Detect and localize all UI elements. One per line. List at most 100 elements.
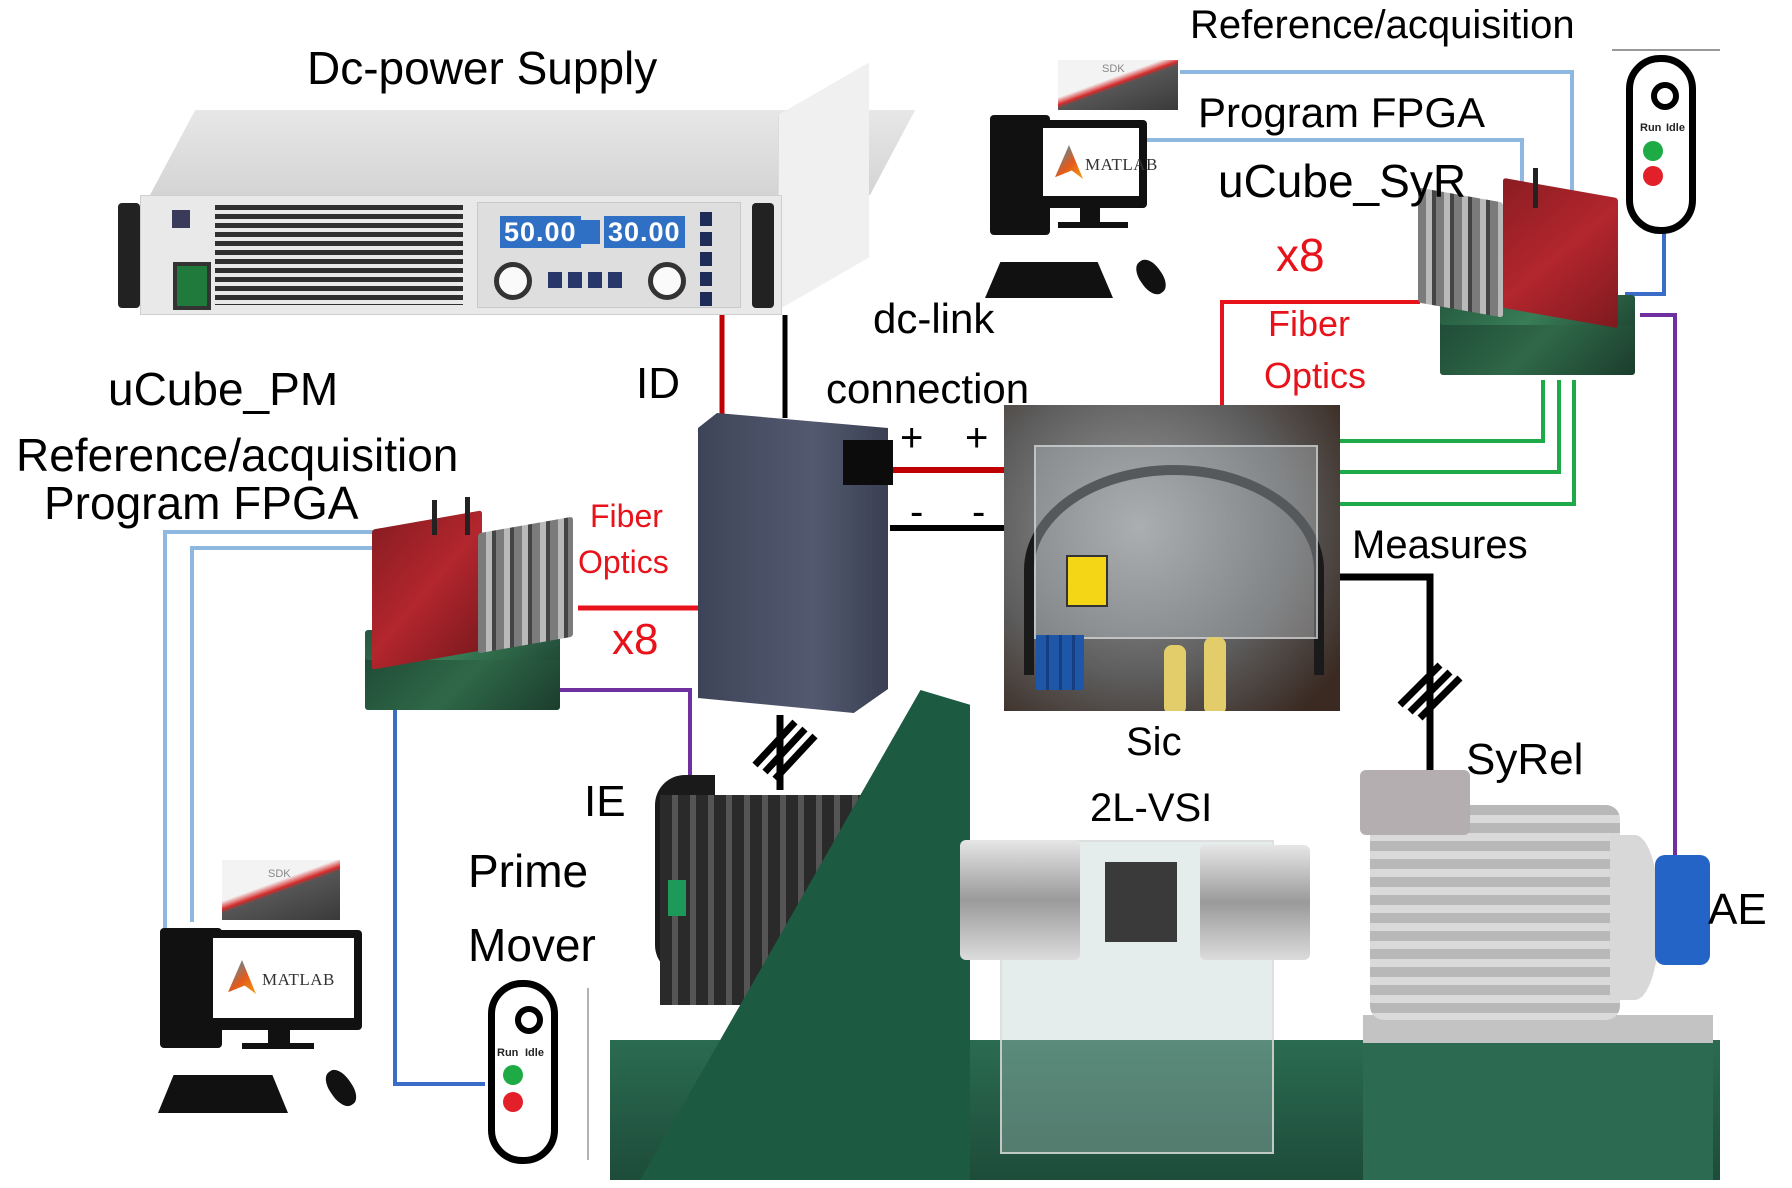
label-mover: Mover [468, 919, 596, 971]
power-supply-logo [172, 210, 190, 228]
reference-acquisition-left-wire [163, 530, 380, 928]
label-connection: connection [826, 365, 1030, 412]
inverter-cable-loop [1024, 465, 1324, 675]
encoder-ae-wire [1640, 313, 1677, 855]
remote-right-wire [1625, 232, 1666, 296]
label-minus-2: - [972, 490, 986, 534]
run-label-right: Run [1640, 122, 1662, 134]
inverter-output-cable-1 [1164, 645, 1186, 711]
power-supply-vents [215, 205, 463, 305]
label-incremental-encoder: IE [584, 777, 626, 826]
syrel-terminal-box [1360, 770, 1470, 835]
syrel-fan-cover [1610, 835, 1660, 1000]
ucube-syr-antenna [1533, 168, 1538, 208]
three-phase-slash-pm [752, 719, 818, 782]
idle-label-left: Idle [525, 1047, 544, 1059]
ucube-pm-antenna [432, 500, 437, 535]
run-led-green[interactable] [503, 1065, 523, 1085]
idle-led-red[interactable] [503, 1092, 523, 1112]
shaft-coupling-right [1200, 845, 1310, 960]
label-dc-link: dc-link [873, 295, 995, 342]
idle-led-red[interactable] [1643, 166, 1663, 186]
encoder-ie-wire [552, 688, 692, 785]
monitor-base-left [242, 1043, 314, 1049]
idle-label-right: Idle [1666, 122, 1685, 134]
label-reference-acquisition-right: Reference/acquisition [1190, 3, 1575, 47]
cc-cv-indicator [580, 220, 600, 244]
syrel-mount [1363, 1040, 1713, 1180]
label-optics-right: Optics [1264, 355, 1367, 396]
sdk-label-left: SDK [268, 868, 291, 880]
side-button-2[interactable] [700, 232, 712, 246]
label-dc-power-supply: Dc-power Supply [307, 42, 658, 94]
measures-wire-1 [1340, 380, 1545, 443]
measures-wire-2 [1340, 380, 1561, 474]
inverter-output-cable-2 [1204, 637, 1226, 711]
preset-button-3[interactable] [588, 272, 602, 288]
side-button-3[interactable] [700, 252, 712, 266]
syrel-motor [1370, 805, 1620, 1020]
sdk-label-right: SDK [1102, 63, 1125, 75]
label-plus-2: + [965, 416, 989, 460]
current-knob[interactable] [648, 262, 686, 300]
monitor-stand-left [268, 1030, 290, 1046]
label-program-fpga-left: Program FPGA [44, 477, 359, 529]
ucube-syr-fiber-transceivers [1418, 187, 1503, 318]
preset-button-4[interactable] [608, 272, 622, 288]
measures-wire-3 [1340, 380, 1576, 506]
power-supply-handle-right [752, 203, 774, 308]
label-industrial-drive: ID [636, 359, 680, 408]
label-program-fpga-right: Program FPGA [1198, 89, 1486, 136]
drive-display [843, 440, 893, 485]
label-reference-acquisition-left: Reference/acquisition [16, 429, 459, 481]
label-syrel: SyRel [1466, 735, 1584, 784]
monitor-stand-right [1080, 208, 1100, 224]
torque-sensor [1105, 862, 1177, 942]
remote-left-wire [393, 710, 485, 1086]
label-sic: Sic [1126, 720, 1182, 764]
label-2l-vsi: 2L-VSI [1090, 786, 1213, 830]
label-prime: Prime [468, 845, 589, 897]
matlab-label-left: MATLAB [262, 970, 335, 989]
voltage-display: 50.00 [500, 216, 581, 248]
remote-ring-icon [515, 1006, 543, 1034]
reference-acquisition-right-wire [1180, 70, 1574, 205]
ie-connector [668, 880, 686, 916]
current-display: 30.00 [604, 216, 685, 248]
monitor-base-right [1058, 222, 1128, 228]
shaft-coupling-left [960, 840, 1080, 960]
program-fpga-left-wire [190, 546, 380, 922]
inverter-enclosure [1034, 445, 1318, 639]
keyboard-left [158, 1075, 288, 1113]
side-button-4[interactable] [700, 272, 712, 286]
power-switch[interactable] [173, 262, 211, 310]
label-x8-left: x8 [612, 615, 659, 664]
absolute-encoder [1655, 855, 1710, 965]
label-optics-left: Optics [578, 544, 669, 580]
run-label-left: Run [497, 1047, 519, 1059]
computer-screen-right [1043, 128, 1139, 196]
remote-ring-icon [1651, 82, 1679, 110]
high-voltage-warning-icon [1066, 555, 1108, 607]
preset-button-1[interactable] [548, 272, 562, 288]
ucube-syr-fpga-board [1503, 177, 1618, 329]
sdk-software-box-right [1058, 60, 1178, 110]
label-x8-right: x8 [1276, 229, 1325, 281]
preset-button-2[interactable] [568, 272, 582, 288]
inverter-power-cable [1340, 573, 1434, 775]
side-button-5[interactable] [700, 292, 712, 306]
ucube-pm-fiber-transceivers [478, 516, 573, 654]
label-minus-1: - [910, 490, 924, 534]
run-idle-remote-left[interactable] [488, 980, 558, 1164]
three-phase-slash-syrel [1397, 662, 1463, 721]
label-absolute-encoder: AE [1708, 885, 1767, 934]
keyboard-right [985, 262, 1113, 298]
label-ucube-syr: uCube_SyR [1218, 155, 1467, 207]
side-button-1[interactable] [700, 212, 712, 226]
run-led-green[interactable] [1643, 141, 1663, 161]
fiber-optics-right-wire [1220, 300, 1420, 405]
voltage-knob[interactable] [494, 262, 532, 300]
sdk-software-box-left [222, 860, 340, 920]
ucube-pm-antenna [465, 497, 470, 535]
